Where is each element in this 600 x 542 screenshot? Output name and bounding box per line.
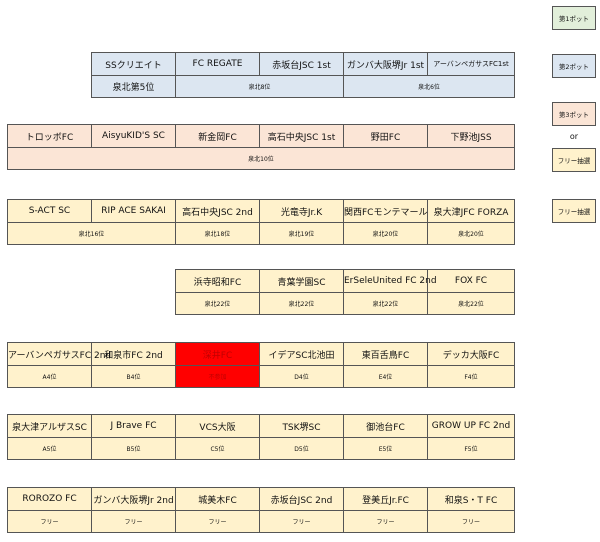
rank-cell: フリー — [343, 510, 428, 533]
rank-cell: 泉北10位 — [7, 147, 515, 170]
team-cell: TSK堺SC — [259, 414, 344, 438]
team-cell: イデアSC北池田 — [259, 342, 344, 366]
rank-cell: 泉北22位 — [427, 292, 515, 315]
rank-cell: フリー — [91, 510, 176, 533]
rank-cell: D5位 — [259, 437, 344, 460]
rank-cell: E5位 — [343, 437, 428, 460]
rank-cell: C5位 — [175, 437, 260, 460]
team-cell: 青葉学園SC — [259, 269, 344, 293]
rank-cell: D4位 — [259, 365, 344, 388]
team-cell: ErSeleUnited FC 2nd — [343, 269, 437, 293]
team-cell: アーバンペガサスFC1st — [427, 52, 515, 76]
rank-cell: 泉北20位 — [343, 222, 428, 245]
team-cell: S-ACT SC — [7, 199, 92, 223]
legend-pot1: 第1ポット — [552, 6, 596, 30]
rank-cell: 泉北6位 — [343, 75, 515, 98]
team-cell: 関西FCモンテマール — [343, 199, 428, 223]
team-cell: 赤坂台JSC 2nd — [259, 487, 344, 511]
team-cell: 下野池JSS — [427, 124, 515, 148]
rank-cell: 泉北8位 — [175, 75, 344, 98]
team-cell: FC REGATE — [175, 52, 260, 76]
team-cell: 野田FC — [343, 124, 428, 148]
team-cell: 浜寺昭和FC — [175, 269, 260, 293]
team-cell: ROROZO FC — [7, 487, 92, 511]
rank-cell: 泉北22位 — [259, 292, 344, 315]
rank-cell: 泉北16位 — [7, 222, 176, 245]
team-cell: 泉大津アルザスSC — [7, 414, 92, 438]
team-cell-absent: 深井FC — [175, 342, 260, 366]
team-cell: SSクリエイト — [91, 52, 176, 76]
team-cell: 城美木FC — [175, 487, 260, 511]
team-cell: ガンバ大阪堺Jr 2nd — [91, 487, 176, 511]
rank-cell: B5位 — [91, 437, 176, 460]
team-cell: トロッボFC — [7, 124, 92, 148]
rank-cell: フリー — [175, 510, 260, 533]
rank-cell: F4位 — [427, 365, 515, 388]
rank-cell: フリー — [427, 510, 515, 533]
group-2-table: トロッボFC AisyuKID'S SC 新金岡FC 高石中央JSC 1st 野… — [7, 124, 515, 170]
team-cell: VCS大阪 — [175, 414, 260, 438]
team-cell: 高石中央JSC 2nd — [175, 199, 260, 223]
team-cell: J Brave FC — [91, 414, 176, 438]
legend-pot3-label: 第3ポット — [558, 111, 590, 119]
rank-cell: 泉北19位 — [259, 222, 344, 245]
group-4-table: 浜寺昭和FC 青葉学園SC ErSeleUnited FC 2nd FOX FC… — [175, 269, 515, 315]
group-1-table: SSクリエイト FC REGATE 赤坂台JSC 1st ガンバ大阪堺Jr 1s… — [91, 52, 515, 98]
rank-cell: 泉北22位 — [175, 292, 260, 315]
legend-or: or — [569, 132, 579, 141]
rank-cell: 泉北18位 — [175, 222, 260, 245]
team-cell: FOX FC — [427, 269, 515, 293]
legend-pot3: 第3ポット — [552, 102, 596, 126]
rank-cell: 泉北第5位 — [91, 75, 176, 98]
legend-pot1-label: 第1ポット — [558, 15, 590, 23]
rank-cell: 泉北20位 — [427, 222, 515, 245]
rank-cell: F5位 — [427, 437, 515, 460]
legend-free1: フリー抽選 — [552, 148, 596, 172]
team-cell: 光竜寺Jr.K — [259, 199, 344, 223]
legend-free1-label: フリー抽選 — [557, 157, 591, 165]
team-cell: 泉大津JFC FORZA — [427, 199, 515, 223]
team-cell: 和泉S・T FC — [427, 487, 515, 511]
team-cell: 登美丘Jr.FC — [343, 487, 428, 511]
team-cell: 和泉市FC 2nd — [91, 342, 176, 366]
legend-pot2-label: 第2ポット — [558, 63, 590, 71]
rank-cell: フリー — [7, 510, 92, 533]
legend-pot2: 第2ポット — [552, 54, 596, 78]
rank-cell: フリー — [259, 510, 344, 533]
rank-cell: E4位 — [343, 365, 428, 388]
group-7-table: ROROZO FC ガンバ大阪堺Jr 2nd 城美木FC 赤坂台JSC 2nd … — [7, 487, 515, 533]
team-cell: デッカ大阪FC — [427, 342, 515, 366]
rank-cell: A5位 — [7, 437, 92, 460]
team-cell: 御池台FC — [343, 414, 428, 438]
rank-cell: A4位 — [7, 365, 92, 388]
group-5-table: アーバンペガサスFC 2nd 和泉市FC 2nd 深井FC イデアSC北池田 東… — [7, 342, 515, 388]
group-3-table: S-ACT SC RIP ACE SAKAI 高石中央JSC 2nd 光竜寺Jr… — [7, 199, 515, 245]
team-cell: 赤坂台JSC 1st — [259, 52, 344, 76]
legend-free2-label: フリー抽選 — [557, 208, 591, 216]
legend-free2: フリー抽選 — [552, 199, 596, 223]
team-cell: 東百舌鳥FC — [343, 342, 428, 366]
team-cell: 新金岡FC — [175, 124, 260, 148]
rank-cell: 泉北22位 — [343, 292, 428, 315]
group-6-table: 泉大津アルザスSC J Brave FC VCS大阪 TSK堺SC 御池台FC … — [7, 414, 515, 460]
rank-cell: B4位 — [91, 365, 176, 388]
rank-cell-absent: 不参加 — [175, 365, 260, 388]
team-cell: RIP ACE SAKAI — [91, 199, 176, 223]
team-cell: ガンバ大阪堺Jr 1st — [343, 52, 428, 76]
team-cell: 高石中央JSC 1st — [259, 124, 344, 148]
team-cell: アーバンペガサスFC 2nd — [7, 342, 111, 366]
team-cell: AisyuKID'S SC — [91, 124, 176, 148]
team-cell: GROW UP FC 2nd — [427, 414, 515, 438]
